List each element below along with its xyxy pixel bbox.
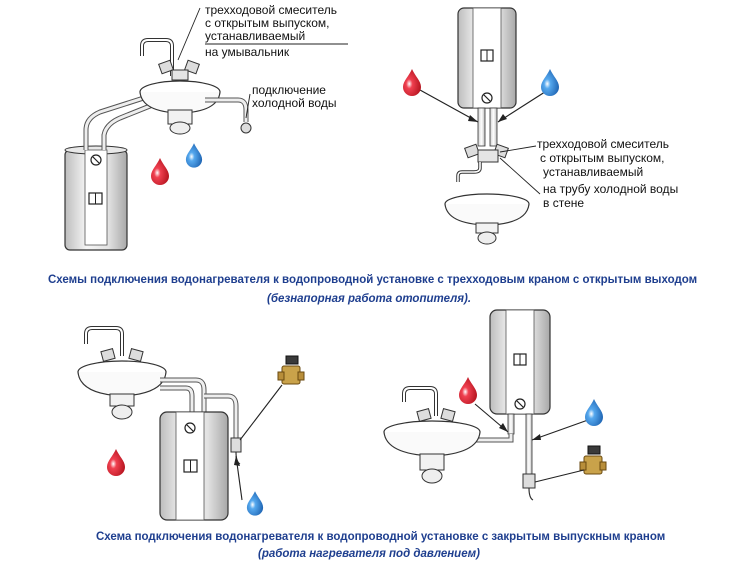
red-water-drop-icon xyxy=(151,158,169,185)
mixer-faucet xyxy=(84,326,144,362)
safety-valve-icon xyxy=(579,445,607,475)
blue-water-drop-icon xyxy=(585,399,603,426)
wash-basin xyxy=(444,193,530,245)
scheme-bottom-right xyxy=(383,309,607,501)
water-heater-tank xyxy=(159,411,229,521)
wash-basin xyxy=(383,420,481,484)
label-mixer-tr-2: с открытым выпуском, xyxy=(540,151,665,165)
label-cold-tl-1: подключение xyxy=(252,83,326,97)
caption-bottom: Схема подключения водонагревателя к водо… xyxy=(96,531,666,543)
red-water-drop-icon xyxy=(459,377,477,404)
red-water-drop-icon xyxy=(107,449,125,476)
water-heater-tank xyxy=(457,7,517,109)
label-mixer-tr-1: трехходовой смеситель xyxy=(537,137,669,151)
wash-basin xyxy=(77,360,167,420)
water-heater-tank xyxy=(489,309,551,415)
wash-basin xyxy=(139,80,221,135)
label-mixer-tl-2: с открытым выпуском, xyxy=(205,16,330,30)
label-mixer-tl-1: трехходовой смеситель xyxy=(205,3,337,17)
label-mixer-tl-4: на умывальник xyxy=(205,45,290,59)
label-cold-tl-2: холодной воды xyxy=(252,96,337,110)
mixer-faucet xyxy=(140,38,200,81)
blue-water-drop-icon xyxy=(246,491,264,516)
caption-bottom-sub: (работа нагревателя под давлением) xyxy=(258,548,480,560)
blue-water-drop-icon xyxy=(185,143,203,168)
water-heater-tank xyxy=(64,145,128,251)
label-mixer-tr-3: устанавливаемый xyxy=(543,165,644,179)
mixer-faucet xyxy=(402,386,456,422)
caption-top: Схемы подключения водонагревателя к водо… xyxy=(48,274,698,286)
scheme-top-left xyxy=(64,7,348,251)
label-mixer-tr-4: на трубу холодной воды xyxy=(543,182,679,196)
label-mixer-tr-5: в стене xyxy=(543,196,585,210)
caption-top-sub: (безнапорная работа отопителя). xyxy=(267,293,472,305)
scheme-top-right xyxy=(403,7,559,245)
scheme-bottom-left xyxy=(77,326,305,521)
safety-valve-icon xyxy=(277,355,305,385)
blue-water-drop-icon xyxy=(541,69,559,96)
label-mixer-tl-3: устанавливаемый xyxy=(205,29,306,43)
red-water-drop-icon xyxy=(403,69,421,96)
